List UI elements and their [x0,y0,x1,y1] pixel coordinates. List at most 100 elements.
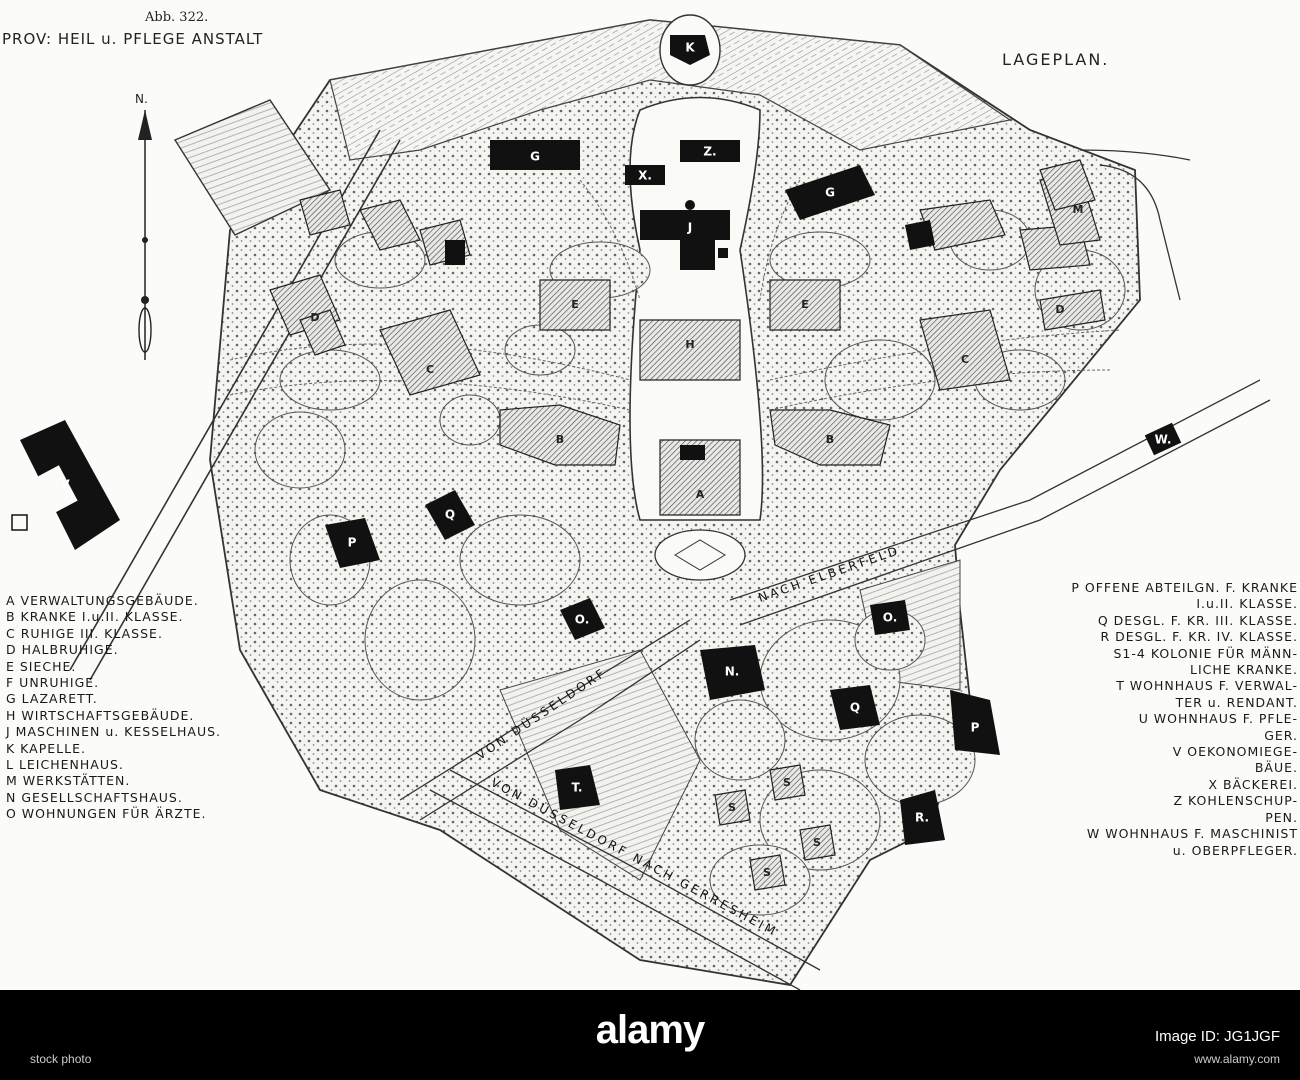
pavilions-west [269,189,621,466]
website-url[interactable]: www.alamy.com [1194,1052,1280,1066]
legend-item: PEN. [1265,809,1298,825]
label-e-east: E [801,298,809,311]
scanned-plan: K G G Z. X. J M E E H D D C C B B A V W.… [2,10,1298,990]
legend-item: S1-4 KOLONIE FÜR MÄNN- [1113,645,1298,661]
label-w: W. [1155,433,1172,447]
label-p-west: P [348,536,357,550]
building-k [670,35,710,65]
road-gerresheim [429,789,801,990]
legend-item: G LAZARETT. [6,691,98,707]
building-j-west [445,240,465,265]
building-v [20,420,120,550]
label-v: V [60,478,70,492]
legend-item: V OEKONOMIEGE- [1172,744,1298,760]
brand-logo[interactable]: alamy [595,1008,705,1052]
label-k: K [685,41,695,55]
legend-item: u. OBERPFLEGER. [1172,842,1298,858]
label-q-east: Q [850,701,860,715]
forest-area [329,19,1012,161]
building-p-east [950,690,1000,755]
legend-item: X BÄCKEREI. [1208,776,1298,792]
road-duesseldorf [399,619,691,801]
stock-text: stock photo [30,1052,92,1066]
building-s4 [799,824,836,861]
southwest-gardens [499,649,701,881]
central-buildings [639,319,741,516]
legend-item: T WOHNHAUS F. VERWAL- [1116,678,1298,694]
label-d-east: D [1055,303,1064,316]
entrance-circle [654,529,746,581]
legend-item: M WERKSTÄTTEN. [6,773,131,789]
label-s2: S [783,776,791,789]
legend-item: F UNRUHIGE. [6,675,100,691]
label-c-west: C [426,363,434,376]
label-z: Z. [703,145,716,159]
legend-item: K KAPELLE. [6,740,86,756]
label-g-east: G [825,186,835,200]
building-o-west [560,598,605,640]
label-o-east: O. [883,611,898,625]
building-m [1039,159,1096,211]
building-z [680,140,740,162]
label-h: H [685,338,694,351]
image-id: Image ID: JG1JGF [1154,1028,1280,1045]
label-r: R. [915,811,929,825]
legend-item: TER u. RENDANT. [1175,694,1298,710]
building-n [700,645,765,700]
watermark-bar [0,990,1300,1080]
building-s3 [749,854,786,891]
northeast-road [1099,164,1181,301]
institution-title: PROV: HEIL u. PFLEGE ANSTALT [2,30,264,48]
label-a: A [696,488,705,501]
label-x: X. [638,169,652,183]
building-s1 [714,789,751,826]
north-arrow [138,110,152,360]
label-s1: S [728,801,736,814]
legend-item: E SIECHE. [6,658,77,674]
legend-item: B KRANKE I.u.II. KLASSE. [6,609,184,625]
building-q-east [830,685,880,730]
legend-item: C RUHIGE III. KLASSE. [6,625,163,641]
building-j [640,210,730,270]
label-g-west: G [530,150,540,164]
label-p-east: P [971,721,980,735]
legend-item: L LEICHENHAUS. [6,757,124,773]
building-r [900,790,945,845]
label-j: J [687,221,692,235]
legend-item: H WIRTSCHAFTSGEBÄUDE. [6,707,195,723]
legend-item: O WOHNUNGEN FÜR ÄRZTE. [6,806,207,822]
legend-item: P OFFENE ABTEILGN. F. KRANKE [1071,580,1298,595]
building-q-west [425,490,475,540]
building-x [625,165,665,185]
figure-number: Abb. 322. [145,10,209,25]
building-t [555,765,600,810]
legend-item: GER. [1264,727,1298,743]
label-m: M [1073,203,1084,216]
label-b-west: B [556,433,564,446]
label-t: T. [572,781,583,795]
legend-item: A VERWALTUNGSGEBÄUDE. [6,593,199,608]
legend-item: Q DESGL. F. KR. III. KLASSE. [1097,612,1298,628]
legend-item: N GESELLSCHAFTSHAUS. [6,789,183,805]
legend-right: P OFFENE ABTEILGN. F. KRANKE I.u.II. KLA… [968,580,1298,859]
legend-item: BÄUE. [1254,760,1298,776]
label-s4: S [813,836,821,849]
label-s3: S [763,866,771,879]
legend-item: D HALBRUHIGE. [6,642,119,658]
label-q-west: Q [445,508,455,522]
legend-left: A VERWALTUNGSGEBÄUDE. B KRANKE I.u.II. K… [6,593,336,823]
label-d-west: D [310,311,319,324]
legend-item: I.u.II. KLASSE. [1196,596,1298,612]
legend-item: W WOHNHAUS F. MASCHINIST [1086,826,1298,842]
label-e-west: E [571,298,579,311]
north-label: N. [135,92,148,106]
plan-title: LAGEPLAN. [1002,50,1110,69]
legend-item: R DESGL. F. KR. IV. KLASSE. [1100,629,1298,645]
road-elberfeld [729,379,1261,601]
northwest-field [173,99,332,236]
legend-item: J MASCHINEN u. KESSELHAUS. [6,724,222,740]
site-plan-map: K G G Z. X. J M E E H D D C C B B A V W.… [11,14,1271,990]
label-o-west: O. [575,613,590,627]
building-g-west [490,140,580,170]
entrance-ornament [674,539,726,571]
